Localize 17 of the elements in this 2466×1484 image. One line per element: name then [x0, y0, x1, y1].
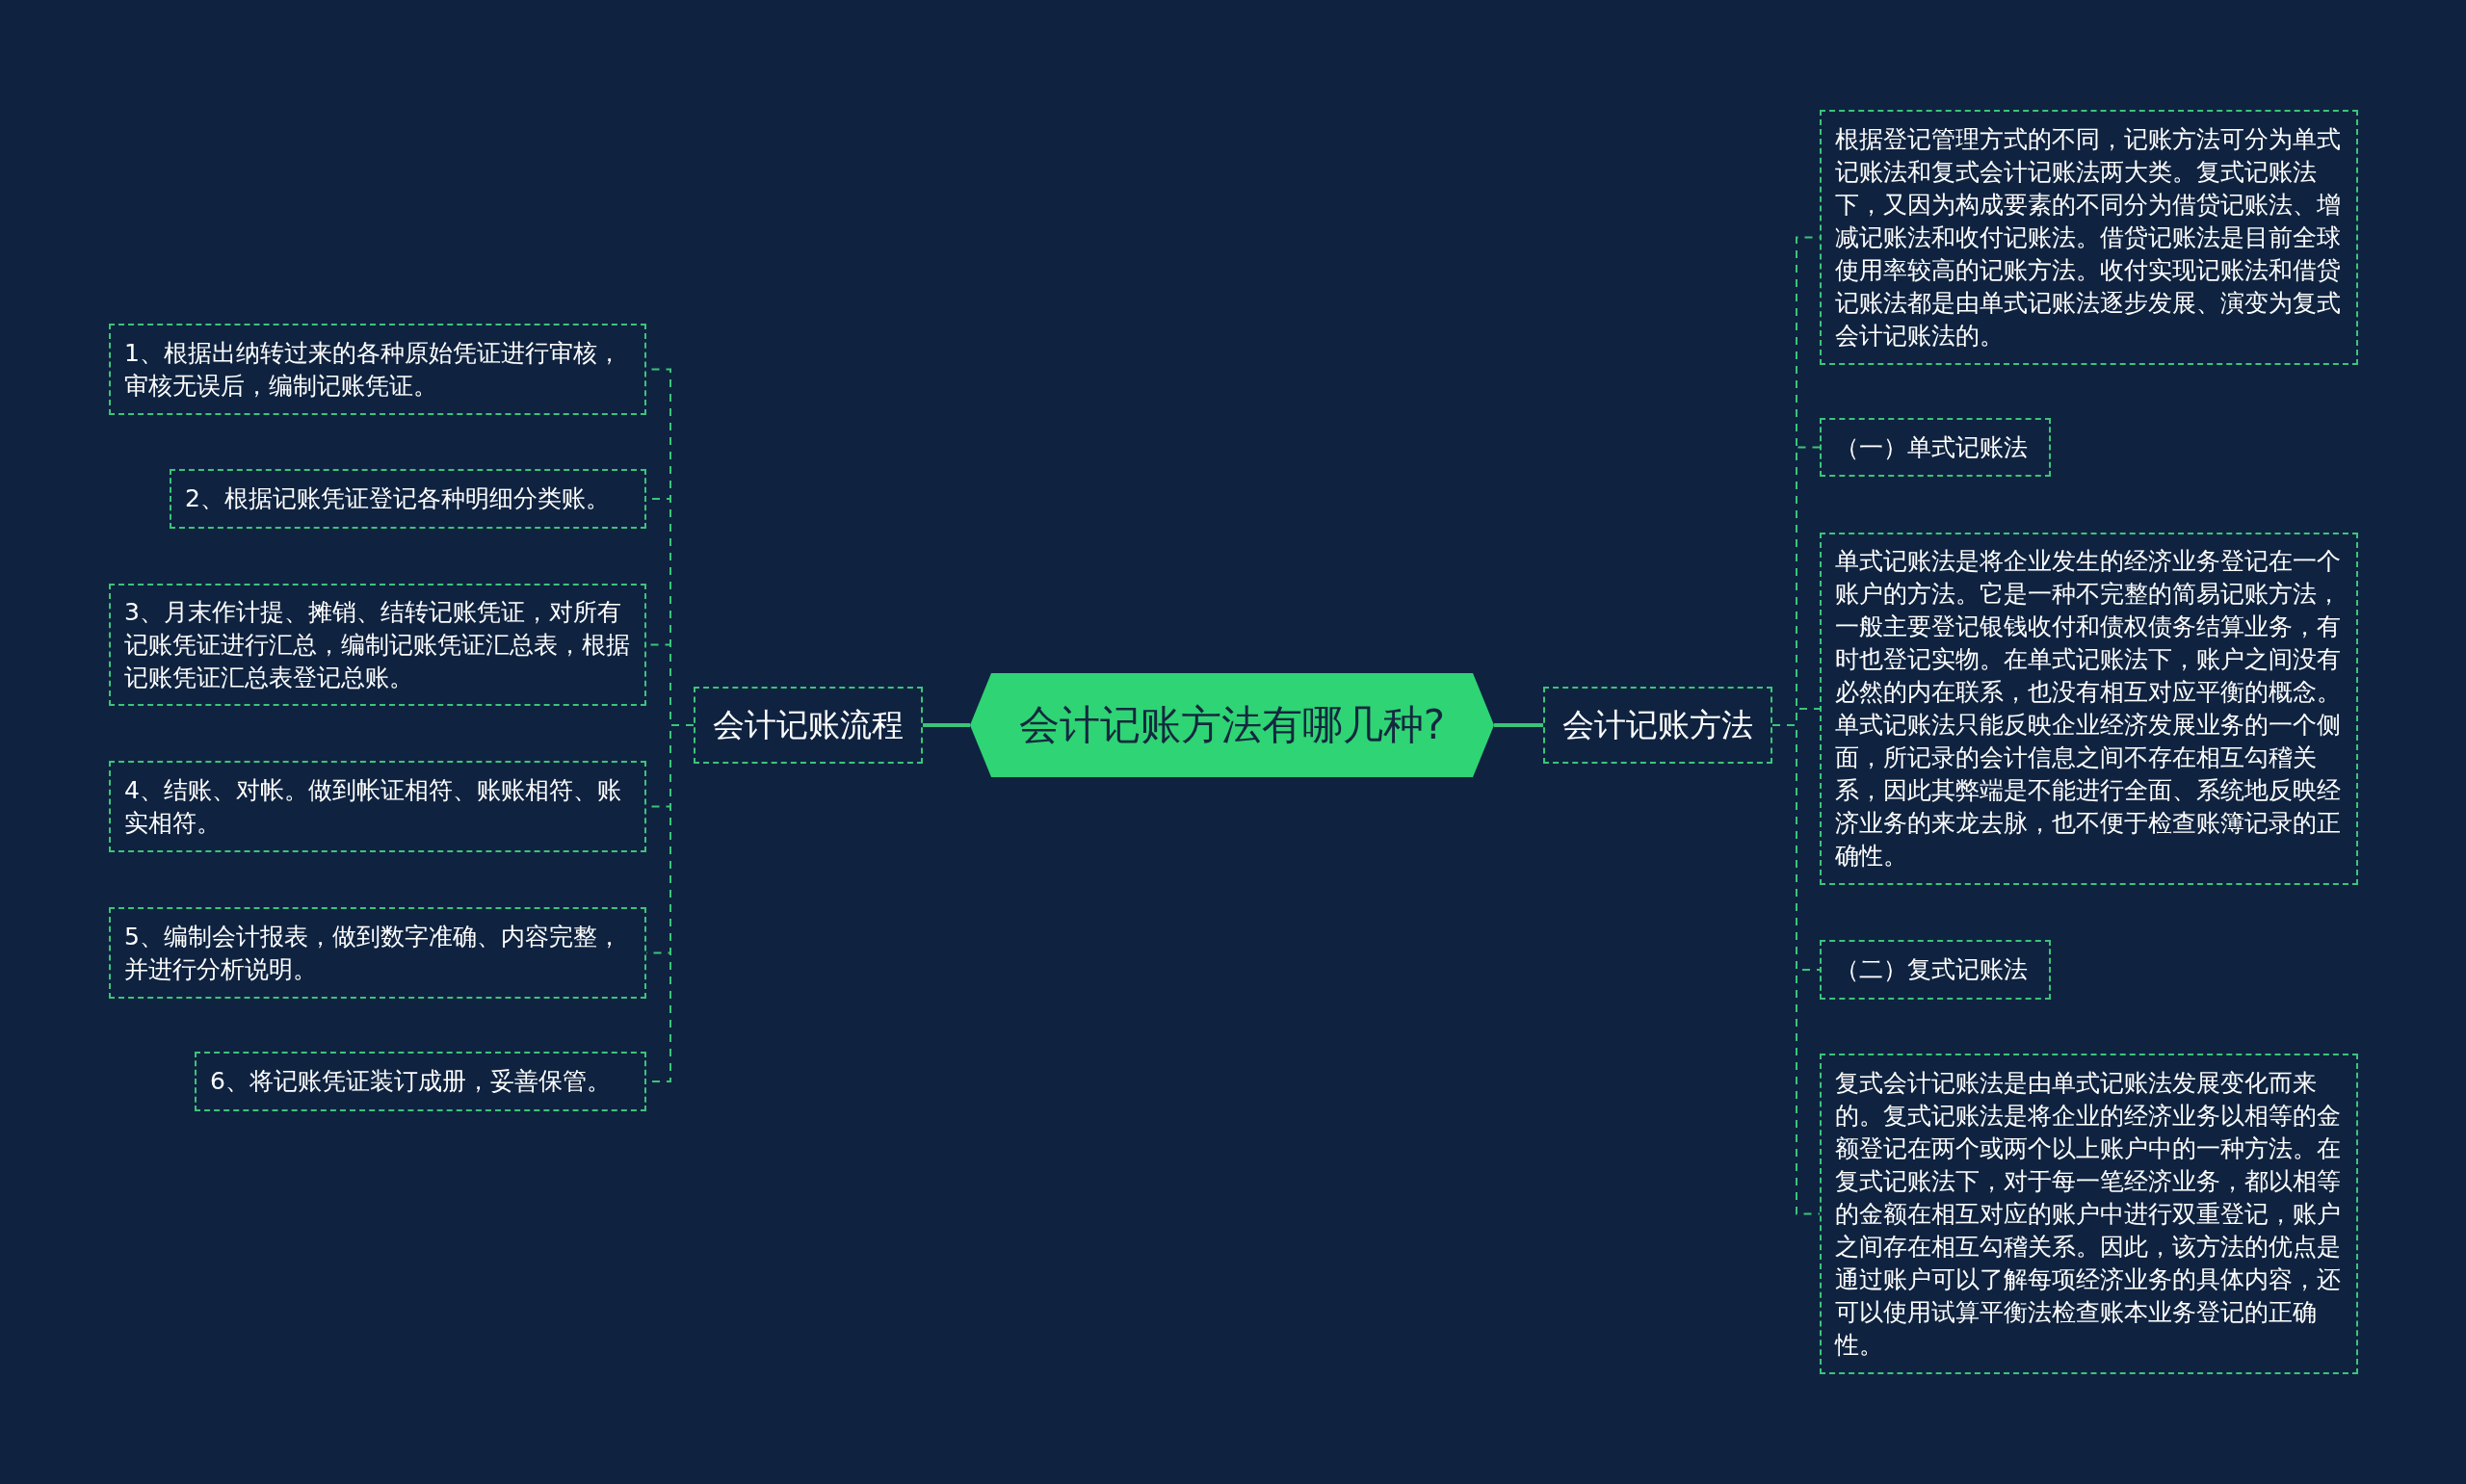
text-box: （一）单式记账法 — [1820, 418, 2051, 477]
text-box: 3、月末作计提、摊销、结转记账凭证，对所有记账凭证进行汇总，编制记账凭证汇总表，根据记账凭证汇总表登记总账。 — [109, 584, 646, 706]
connector-line — [1494, 723, 1543, 727]
text-box: 1、根据出纳转过来的各种原始凭证进行审核，审核无误后，编制记账凭证。 — [109, 324, 646, 415]
text-box: 复式会计记账法是由单式记账法发展变化而来的。复式记账法是将企业的经济业务以相等的金额登记在两个或两个以上账户中的一种方法。在复式记账法下，对于每一笔经济业务，都以相等的金额在相互对应的账户中进行双重登记，账户之间存在相互勾稽关系。因此，该方法的优点是通过账户可以了解每项经济业务的具体内容，还可以使用试算平衡法检查账本业务登记的正确性。 — [1820, 1054, 2358, 1374]
text-box: 4、结账、对帐。做到帐证相符、账账相符、账实相符。 — [109, 761, 646, 852]
text-box: 5、编制会计报表，做到数字准确、内容完整，并进行分析说明。 — [109, 907, 646, 999]
text-box: 单式记账法是将企业发生的经济业务登记在一个账户的方法。它是一种不完整的简易记账方法，一般主要登记银钱收付和债权债务结算业务，有时也登记实物。在单式记账法下，账户之间没有必然的内在联系，也没有相互对应平衡的概念。单式记账法只能反映企业经济发展业务的一个侧面，所记录的会计信息之间不存在相互勾稽关系，因此其弊端是不能进行全面、系统地反映经济业务的来龙去脉，也不便于检查账簿记录的正确性。 — [1820, 533, 2358, 885]
connector-line — [923, 723, 970, 727]
topic-hexagon: 会计记账方法有哪几种? — [970, 673, 1494, 777]
text-box: 根据登记管理方式的不同，记账方法可分为单式记账法和复式会计记账法两大类。复式记账法下，又因为构成要素的不同分为借贷记账法、增减记账法和收付记账法。借贷记账法是目前全球使用率较高的记账方法。收付实现记账法和借贷记账法都是由单式记账法逐步发展、演变为复式会计记账法的。 — [1820, 110, 2358, 365]
connector-line — [1771, 724, 1821, 1215]
text-box: 2、根据记账凭证登记各种明细分类账。 — [170, 469, 646, 529]
text-box: 6、将记账凭证装订成册，妥善保管。 — [195, 1052, 646, 1111]
branch-box: 会计记账流程 — [694, 687, 923, 764]
branch-box: 会计记账方法 — [1543, 687, 1772, 764]
text-box: （二）复式记账法 — [1820, 940, 2051, 1000]
